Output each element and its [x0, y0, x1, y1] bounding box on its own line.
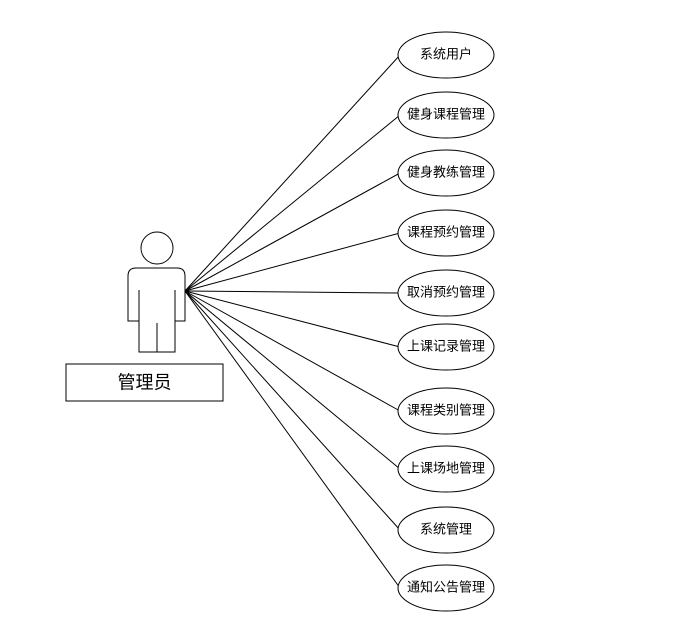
use-case: 系统用户: [397, 31, 495, 79]
association-line: [184, 290, 401, 294]
use-case: 系统管理: [397, 506, 495, 554]
use-case-label: 课程类别管理: [407, 404, 485, 419]
association-line: [184, 172, 401, 292]
actor-figure: 管理员: [65, 231, 224, 402]
association-line: [184, 114, 401, 292]
use-case-label: 系统管理: [420, 523, 472, 538]
use-case-ellipse: [397, 149, 495, 197]
use-case: 健身课程管理: [397, 91, 495, 139]
use-case: 课程预约管理: [397, 209, 495, 257]
use-case: 健身教练管理: [397, 149, 495, 197]
use-case-ellipse: [397, 323, 495, 371]
use-case-ellipse: [397, 387, 495, 435]
actor-label-box: [65, 363, 224, 402]
use-case-ellipse: [397, 564, 495, 612]
use-case-ellipse: [397, 269, 495, 317]
use-case: 取消预约管理: [397, 269, 495, 317]
use-case-list: 系统用户健身课程管理健身教练管理课程预约管理取消预约管理上课记录管理课程类别管理…: [397, 31, 495, 612]
use-case-ellipse: [397, 506, 495, 554]
use-case: 通知公告管理: [397, 564, 495, 612]
use-case-label: 通知公告管理: [407, 580, 485, 596]
association-line: [184, 290, 401, 412]
use-case: 上课记录管理: [397, 323, 495, 371]
actor-head: [140, 231, 174, 265]
use-case-label: 健身教练管理: [407, 165, 485, 181]
association-line: [184, 232, 401, 292]
use-case: 课程类别管理: [397, 387, 495, 435]
actor-label: 管理员: [118, 373, 172, 394]
use-case: 上课场地管理: [397, 445, 495, 493]
association-line: [184, 290, 401, 531]
use-case-ellipse: [397, 445, 495, 493]
person-icon: [127, 231, 186, 353]
use-case-label: 健身课程管理: [407, 107, 485, 123]
association-lines: [184, 54, 401, 589]
use-case-label: 取消预约管理: [407, 286, 485, 301]
association-line: [184, 54, 401, 292]
use-case-label: 上课记录管理: [407, 340, 485, 355]
association-line: [184, 290, 401, 348]
use-case-ellipse: [397, 31, 495, 79]
use-case-label: 系统用户: [420, 47, 472, 63]
use-case-label: 课程预约管理: [407, 226, 485, 241]
use-case-ellipse: [397, 209, 495, 257]
association-line: [184, 290, 401, 589]
use-case-ellipse: [397, 91, 495, 139]
association-line: [184, 290, 401, 470]
actor-body: [127, 267, 186, 353]
use-case-label: 上课场地管理: [407, 462, 485, 477]
